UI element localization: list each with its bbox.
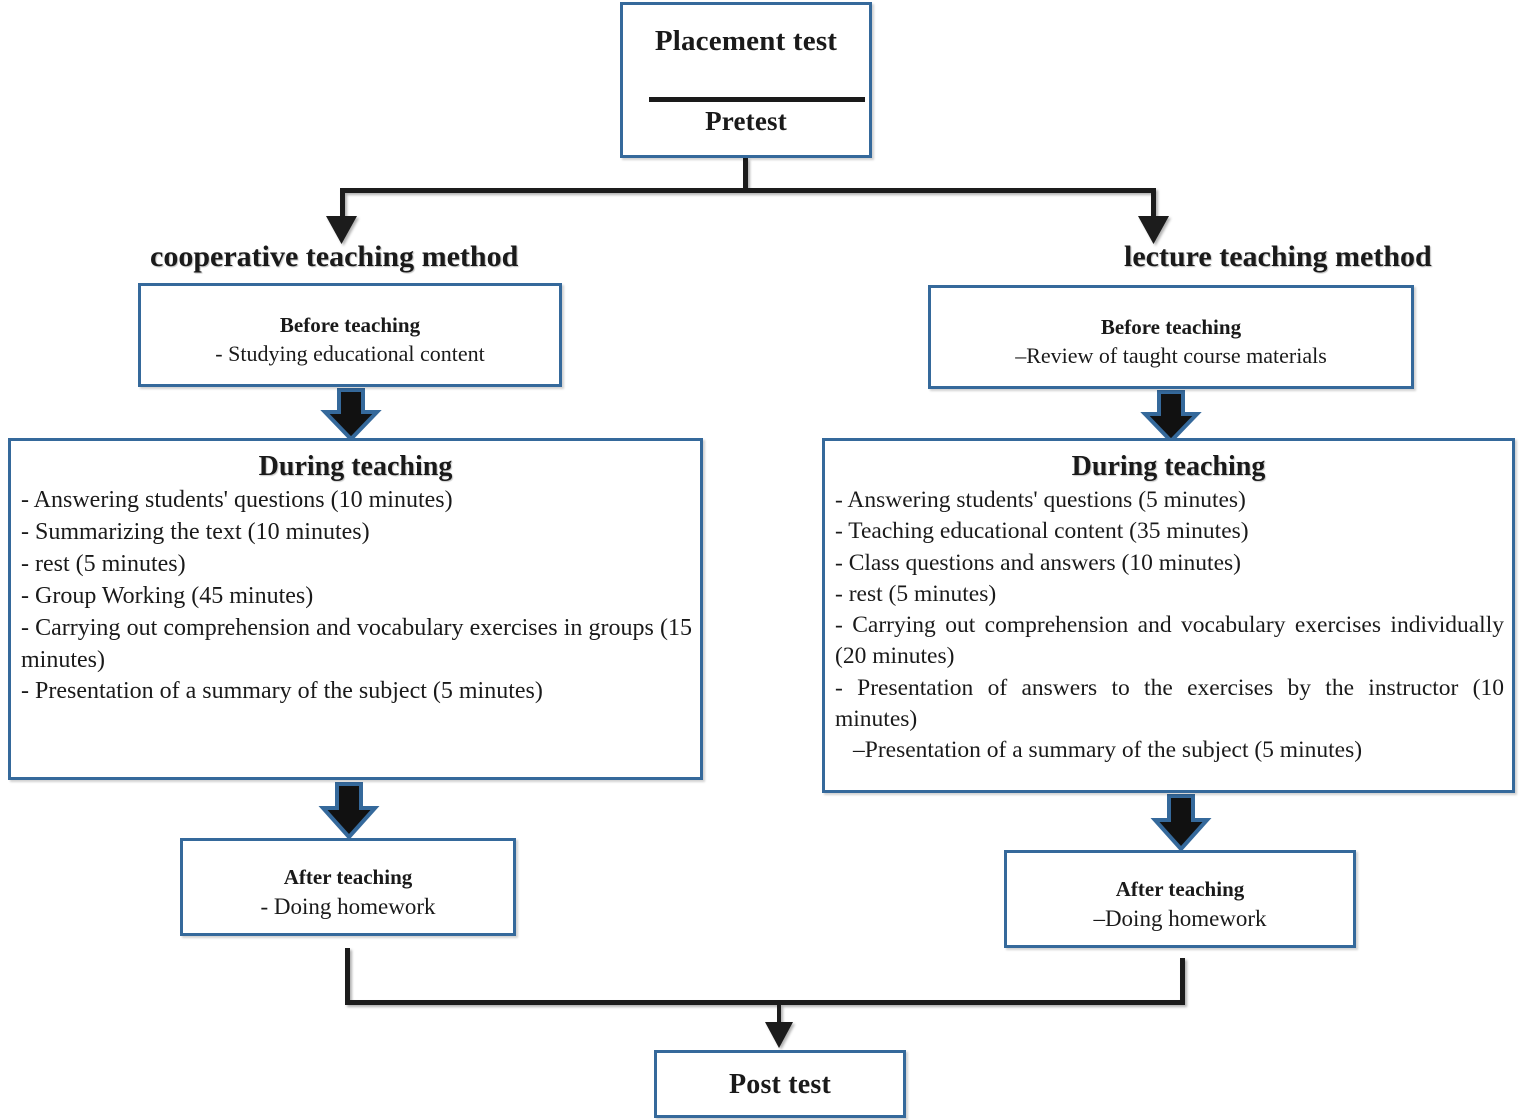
placement-test-box[interactable]: Placement test Pretest [620,2,872,158]
pretest-label: Pretest [705,106,787,136]
during-teaching-left-list: - Answering students' questions (10 minu… [11,485,700,708]
during-teaching-item: - Carrying out comprehension and vocabul… [21,614,692,673]
during-teaching-item: - Group Working (45 minutes) [21,582,314,609]
during-teaching-box-left[interactable]: During teaching - Answering students' qu… [8,438,703,780]
during-teaching-item: - Teaching educational content (35 minut… [835,518,1249,545]
after-teaching-box-left[interactable]: After teaching - Doing homework [180,838,516,936]
during-teaching-item: - Presentation of a summary of the subje… [21,678,543,705]
during-teaching-box-right[interactable]: During teaching - Answering students' qu… [822,438,1515,793]
before-teaching-box-left[interactable]: Before teaching - Studying educational c… [138,283,562,387]
after-teaching-left-title: After teaching [283,865,413,889]
post-test-label: Post test [728,1069,832,1100]
after-teaching-right-title: After teaching [1115,877,1245,901]
during-teaching-left-title: During teaching [258,451,453,482]
during-teaching-item: - Summarizing the text (10 minutes) [21,518,370,545]
before-teaching-right-content: Before teaching –Review of taught course… [931,314,1411,371]
before-teaching-left-item: - Studying educational content [215,341,485,367]
during-teaching-item: –Presentation of a summary of the subjec… [853,737,1363,763]
placement-test-label: Placement test [654,25,838,57]
during-teaching-item: - Class questions and answers (10 minute… [835,549,1241,576]
before-teaching-right-title: Before teaching [1100,315,1242,339]
branch-header-lecture: lecture teaching method [1124,240,1432,273]
after-teaching-left-item: - Doing homework [260,894,436,920]
before-teaching-left-title: Before teaching [279,313,421,337]
after-teaching-box-right[interactable]: After teaching –Doing homework [1004,850,1356,948]
during-teaching-right-list: - Answering students' questions (5 minut… [825,485,1512,766]
branch-header-cooperative: cooperative teaching method [150,240,519,273]
top-split-connector [326,158,1169,244]
after-teaching-right-content: After teaching –Doing homework [1007,875,1353,934]
before-teaching-right-item: –Review of taught course materials [1015,343,1327,369]
block-arrow-left-before-to-during [320,388,382,442]
bottom-merge-connector [345,948,1185,1048]
after-teaching-right-item: –Doing homework [1093,906,1267,932]
during-teaching-item: - Answering students' questions (5 minut… [835,487,1246,513]
post-test-box[interactable]: Post test [654,1050,906,1118]
after-teaching-left-content: After teaching - Doing homework [183,863,513,922]
before-teaching-box-right[interactable]: Before teaching –Review of taught course… [928,285,1414,389]
during-teaching-item: - rest (5 minutes) [835,580,997,607]
before-teaching-left-content: Before teaching - Studying educational c… [141,312,559,369]
placement-divider [649,97,865,102]
during-teaching-item: - rest (5 minutes) [21,550,186,577]
during-teaching-item: - Presentation of answers to the exercis… [835,674,1504,732]
block-arrow-right-during-to-after [1150,794,1212,852]
block-arrow-left-during-to-after [318,782,380,840]
block-arrow-right-before-to-during [1140,390,1202,444]
during-teaching-item: - Carrying out comprehension and vocabul… [835,612,1504,670]
during-teaching-right-title: During teaching [1071,451,1266,482]
during-teaching-item: - Answering students' questions (10 minu… [21,487,453,513]
